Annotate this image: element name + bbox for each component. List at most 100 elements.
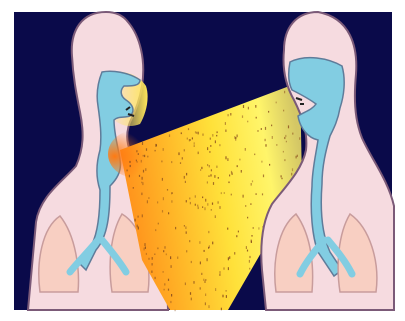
- aerosol-droplet: [211, 209, 212, 211]
- aerosol-droplet: [208, 175, 209, 177]
- aerosol-droplet: [237, 165, 238, 167]
- aerosol-droplet: [191, 261, 192, 263]
- aerosol-droplet: [268, 111, 269, 113]
- aerosol-droplet: [209, 151, 210, 153]
- aerosol-droplet: [202, 206, 203, 208]
- aerosol-droplet: [170, 301, 171, 303]
- aerosol-droplet: [184, 225, 185, 227]
- aerosol-droplet: [175, 227, 176, 229]
- aerosol-droplet: [164, 289, 165, 291]
- aerosol-droplet: [136, 150, 137, 152]
- aerosol-droplet: [193, 281, 194, 284]
- aerosol-droplet: [200, 169, 201, 171]
- aerosol-droplet: [199, 241, 200, 244]
- aerosol-droplet: [189, 240, 190, 242]
- aerosol-droplet: [204, 207, 205, 210]
- aerosol-droplet: [230, 113, 231, 116]
- aerosol-droplet: [225, 122, 226, 125]
- aerosol-droplet: [223, 267, 224, 269]
- aerosol-droplet: [175, 310, 176, 312]
- aerosol-droplet: [129, 161, 130, 163]
- aerosol-droplet: [133, 187, 134, 189]
- aerosol-droplet: [146, 253, 147, 255]
- aerosol-droplet: [186, 231, 187, 233]
- aerosol-droplet: [269, 164, 270, 166]
- aerosol-droplet: [212, 242, 213, 245]
- aerosol-droplet: [218, 177, 219, 179]
- aerosol-droplet: [186, 173, 187, 176]
- aerosol-droplet: [171, 200, 172, 202]
- aerosol-droplet: [292, 133, 293, 135]
- aerosol-droplet: [194, 142, 195, 144]
- aerosol-droplet: [214, 175, 215, 178]
- aerosol-droplet: [146, 148, 147, 151]
- aerosol-droplet: [198, 132, 199, 135]
- aerosol-droplet: [265, 139, 266, 141]
- aerosol-droplet: [155, 144, 156, 147]
- aerosol-droplet: [185, 181, 186, 183]
- aerosol-droplet: [238, 231, 239, 233]
- aerosol-droplet: [188, 128, 189, 130]
- aerosol-droplet: [163, 250, 164, 252]
- aerosol-droplet: [257, 130, 258, 132]
- aerosol-droplet: [272, 136, 273, 139]
- aerosol-droplet: [207, 203, 208, 206]
- aerosol-droplet: [291, 173, 292, 176]
- aerosol-droplet: [208, 231, 209, 233]
- aerosol-droplet: [205, 279, 206, 281]
- aerosol-droplet: [265, 127, 266, 130]
- aerosol-droplet: [151, 271, 152, 273]
- aerosol-droplet: [152, 257, 153, 260]
- aerosol-droplet: [253, 227, 254, 229]
- aerosol-droplet: [202, 134, 203, 136]
- aerosol-droplet: [281, 178, 282, 180]
- aerosol-droplet: [299, 137, 300, 140]
- aerosol-droplet: [152, 263, 153, 265]
- aerosol-droplet: [205, 294, 206, 297]
- aerosol-droplet: [204, 281, 205, 283]
- aerosol-droplet: [256, 193, 257, 195]
- aerosol-droplet: [237, 135, 238, 138]
- aerosol-droplet: [168, 212, 169, 214]
- aerosol-droplet: [221, 192, 222, 194]
- aerosol-droplet: [162, 178, 163, 181]
- aerosol-droplet: [130, 165, 131, 167]
- aerosol-droplet: [229, 175, 230, 177]
- aerosol-droplet: [195, 204, 196, 206]
- aerosol-droplet: [215, 140, 216, 143]
- aerosol-droplet: [158, 223, 159, 225]
- aerosol-droplet: [200, 262, 201, 265]
- aerosol-droplet: [251, 240, 252, 243]
- aerosol-droplet: [284, 91, 285, 94]
- aerosol-droplet: [234, 252, 235, 255]
- aerosol-droplet: [219, 274, 220, 276]
- aerosol-droplet: [263, 175, 264, 178]
- aerosol-droplet: [135, 219, 136, 222]
- aerosol-droplet: [191, 298, 192, 301]
- aerosol-droplet: [162, 210, 163, 212]
- aerosol-droplet: [187, 138, 188, 140]
- aerosol-droplet: [297, 155, 298, 157]
- aerosol-droplet: [190, 202, 191, 204]
- aerosol-droplet: [286, 141, 287, 143]
- aerosol-droplet: [192, 137, 193, 139]
- aerosol-droplet: [227, 228, 228, 230]
- aerosol-droplet: [285, 135, 286, 137]
- aerosol-droplet: [137, 225, 138, 228]
- aerosol-droplet: [138, 153, 139, 155]
- aerosol-droplet: [222, 295, 223, 298]
- aerosol-droplet: [170, 256, 171, 259]
- aerosol-droplet: [168, 289, 169, 291]
- aerosol-droplet: [284, 159, 285, 161]
- aerosol-droplet: [147, 156, 148, 158]
- aerosol-droplet: [139, 175, 140, 177]
- aerosol-droplet: [221, 308, 222, 311]
- aerosol-droplet: [164, 283, 165, 285]
- aerosol-droplet: [180, 162, 181, 164]
- aerosol-droplet: [283, 151, 284, 153]
- aerosol-droplet: [144, 248, 145, 251]
- aerosol-droplet: [164, 246, 165, 249]
- aerosol-droplet: [171, 192, 172, 194]
- aerosol-droplet: [225, 130, 226, 132]
- aerosol-droplet: [212, 134, 213, 137]
